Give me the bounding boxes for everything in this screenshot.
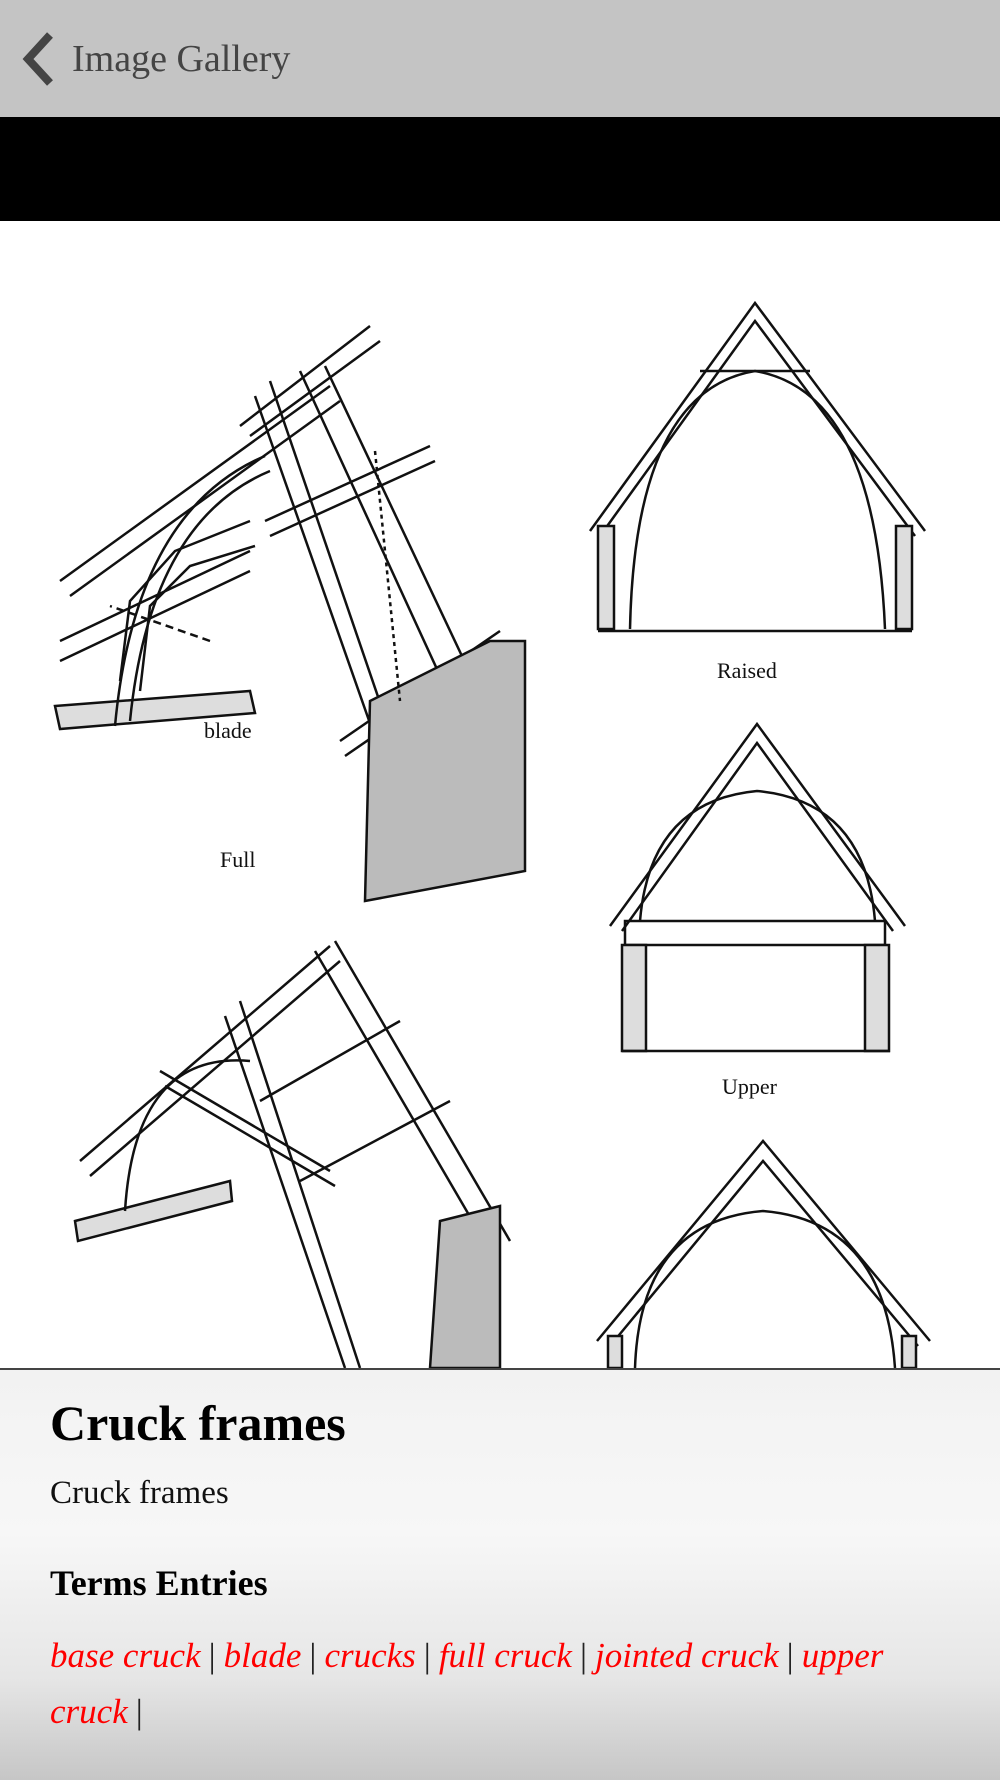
cruck-frames-illustration[interactable]: blade Full Raised — [0, 221, 1000, 1368]
label-raised: Raised — [717, 658, 777, 683]
top-nav-bar: Image Gallery — [0, 0, 1000, 117]
label-upper: Upper — [722, 1074, 778, 1099]
term-link-base-cruck[interactable]: base cruck — [50, 1636, 201, 1675]
terms-links: base cruck|blade|crucks|full cruck|joint… — [50, 1628, 960, 1740]
separator: | — [579, 1636, 587, 1675]
jointed-cruck-section — [596, 1139, 931, 1368]
separator: | — [208, 1636, 216, 1675]
upper-cruck-section: Upper — [608, 721, 907, 1099]
full-cruck-drawing: blade Full — [53, 325, 527, 903]
back-button[interactable]: Image Gallery — [20, 31, 290, 87]
back-label: Image Gallery — [72, 37, 291, 80]
label-full: Full — [220, 847, 255, 872]
term-link-full-cruck[interactable]: full cruck — [438, 1636, 572, 1675]
image-detail-panel: Cruck frames Cruck frames Terms Entries … — [0, 1368, 1000, 1780]
terms-heading: Terms Entries — [50, 1563, 268, 1603]
black-banner — [0, 117, 1000, 221]
label-blade: blade — [204, 718, 252, 743]
term-link-blade[interactable]: blade — [223, 1636, 302, 1675]
separator: | — [786, 1636, 794, 1675]
separator: | — [423, 1636, 431, 1675]
separator: | — [135, 1692, 143, 1731]
separator: | — [309, 1636, 317, 1675]
base-cruck-drawing — [73, 940, 512, 1368]
image-caption: Cruck frames — [50, 1475, 229, 1511]
term-link-jointed-cruck[interactable]: jointed cruck — [594, 1636, 779, 1675]
raised-cruck-section: Raised — [588, 300, 927, 683]
chevron-left-icon — [22, 31, 53, 86]
term-link-crucks[interactable]: crucks — [324, 1636, 416, 1675]
term-link-upper-cruck[interactable]: upper cruck — [50, 1636, 884, 1731]
image-title: Cruck frames — [50, 1395, 346, 1451]
